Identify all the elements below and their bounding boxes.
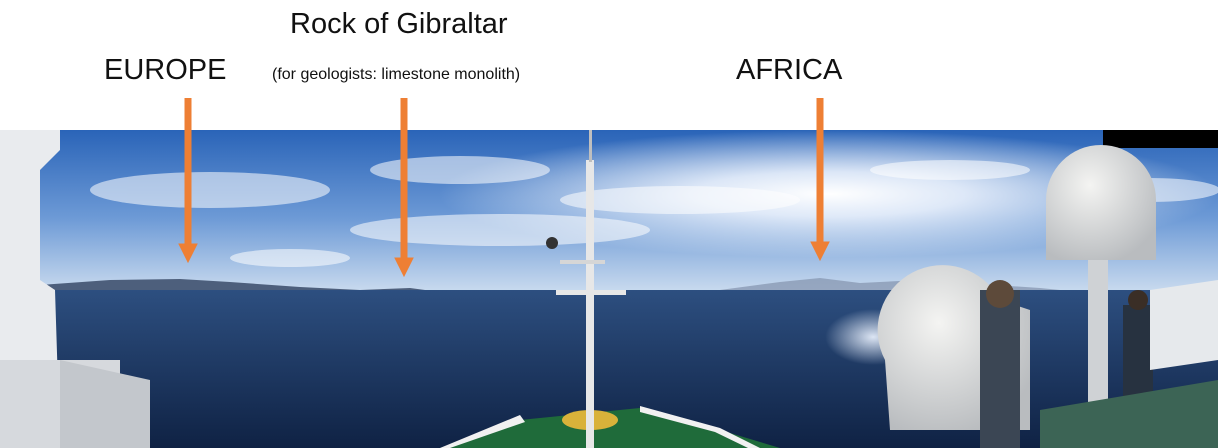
rock-of-gibraltar-label: Rock of Gibraltar	[290, 8, 508, 40]
europe-label: EUROPE	[104, 54, 227, 86]
person-left	[980, 290, 1020, 448]
panorama-illustration	[0, 130, 1218, 448]
geologists-note-label: (for geologists: limestone monolith)	[272, 66, 521, 83]
mast	[586, 160, 594, 448]
mast-crossbar-upper	[560, 260, 605, 264]
stitch-gap	[1103, 130, 1218, 148]
person-right-head	[1128, 290, 1148, 310]
panorama-photo	[0, 130, 1218, 448]
mast-antenna	[589, 130, 592, 162]
europe-coast	[0, 279, 440, 292]
right-railing	[1150, 280, 1218, 370]
mast-light	[546, 237, 558, 249]
right-deck	[1040, 380, 1218, 448]
person-left-head	[986, 280, 1014, 308]
radar-dome-upper	[1046, 145, 1156, 260]
bow-railing-left	[440, 415, 525, 448]
bow-deck	[440, 408, 780, 448]
mast-crossbar	[556, 290, 626, 295]
radar-mast-post	[1088, 260, 1108, 420]
africa-label: AFRICA	[736, 54, 843, 86]
bow-railing-right	[640, 406, 760, 448]
left-deck-edge	[60, 360, 150, 448]
